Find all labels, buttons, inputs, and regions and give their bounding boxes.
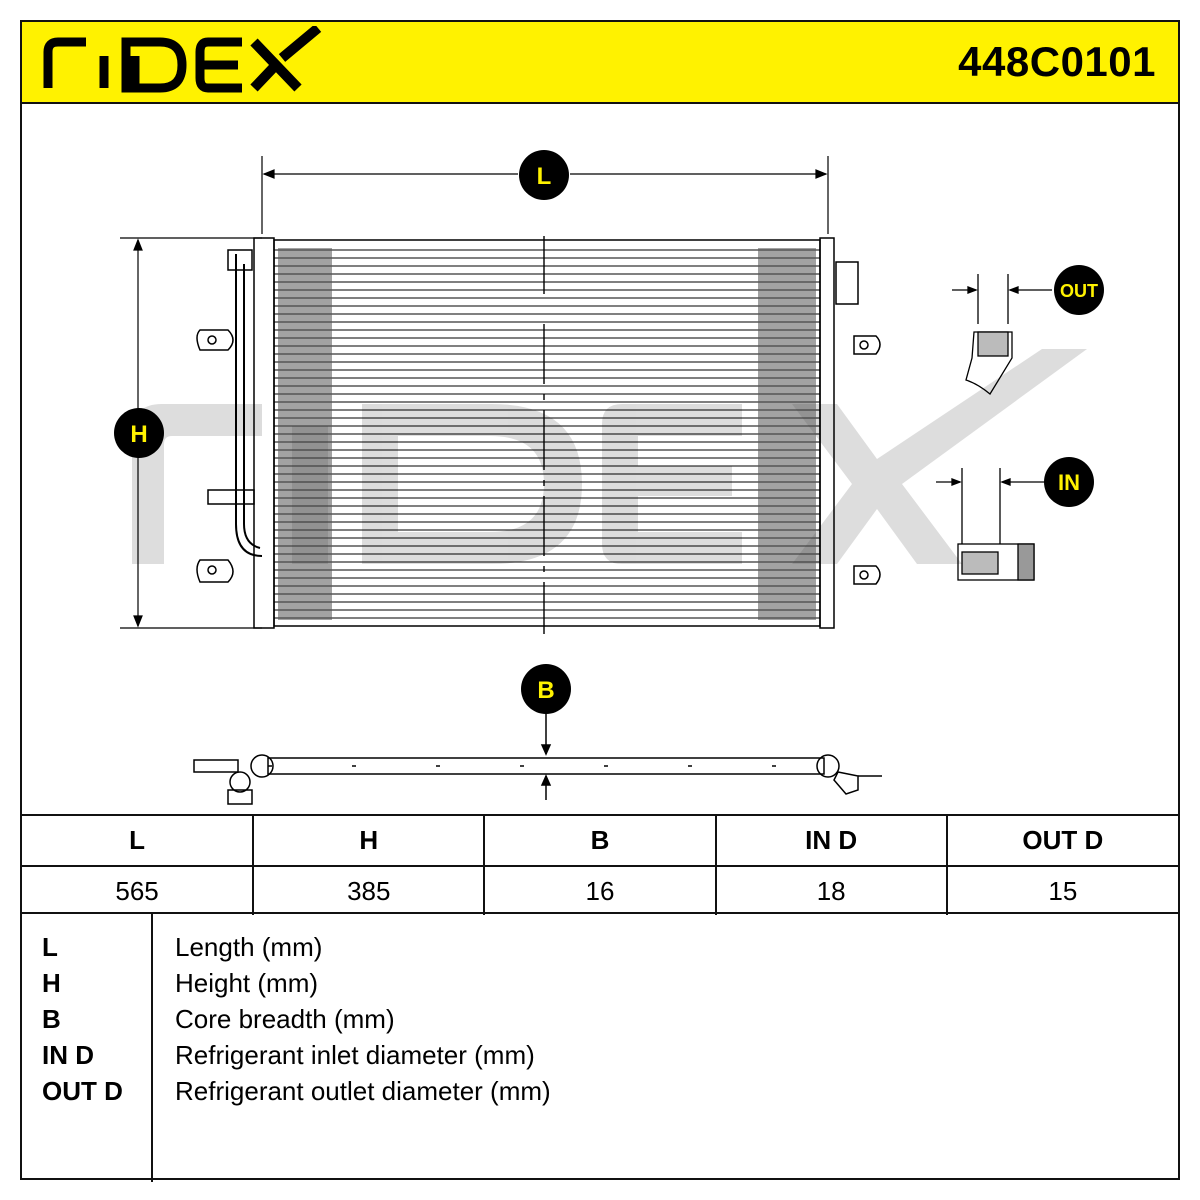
side-view <box>193 708 882 805</box>
header-cell: B <box>484 816 717 867</box>
dimensions-value-row: 565 385 16 18 15 <box>22 866 1178 915</box>
header-bar: 448C0101 <box>22 22 1178 104</box>
part-number: 448C0101 <box>958 38 1156 85</box>
watermark <box>132 349 1087 564</box>
legend-desc: Refrigerant inlet diameter (mm) <box>175 1040 535 1070</box>
product-sheet: 448C0101 <box>20 20 1180 1182</box>
legend-row: L Length (mm) <box>22 932 1178 968</box>
dimensions-table: L H B IN D OUT D 565 385 16 18 15 <box>22 814 1178 915</box>
legend-divider <box>151 914 153 1182</box>
value-cell: 15 <box>1048 875 1078 906</box>
outlet-detail <box>952 274 1052 395</box>
inlet-detail <box>936 468 1048 581</box>
legend-key: H <box>42 968 61 998</box>
legend-desc: Length (mm) <box>175 932 323 962</box>
legend-row: IN D Refrigerant inlet diameter (mm) <box>22 1040 1178 1076</box>
value-cell: 18 <box>715 866 948 915</box>
legend-row: OUT D Refrigerant outlet diameter (mm) <box>22 1076 1178 1112</box>
legend-key: B <box>42 1004 61 1034</box>
height-dimension <box>120 237 262 629</box>
length-dimension <box>261 156 829 234</box>
condenser-front-view <box>196 236 881 634</box>
dimensions-header-row: L H B IN D OUT D <box>22 816 1178 867</box>
legend-row: B Core breadth (mm) <box>22 1004 1178 1040</box>
technical-drawing: L H B OUT IN <box>22 104 1178 814</box>
header-cell: IN D <box>715 816 948 867</box>
header-cell: L <box>22 816 255 867</box>
legend-desc: Core breadth (mm) <box>175 1004 395 1034</box>
legend-row: H Height (mm) <box>22 968 1178 1004</box>
legend-desc: Refrigerant outlet diameter (mm) <box>175 1076 551 1106</box>
value-cell: 385 <box>253 866 486 915</box>
header-cell: OUT D <box>946 816 1178 867</box>
condenser-drawing-svg <box>120 156 1087 805</box>
legend-key: OUT D <box>42 1076 123 1106</box>
value-cell: 565 <box>22 866 255 915</box>
brand-logo <box>43 26 322 93</box>
value-cell: 16 <box>484 866 717 915</box>
legend-desc: Height (mm) <box>175 968 319 998</box>
legend: L Length (mm) H Height (mm) B Core bread… <box>22 912 1178 1182</box>
legend-key: L <box>42 932 58 962</box>
legend-key: IN D <box>42 1040 94 1070</box>
header-cell: H <box>253 816 486 867</box>
